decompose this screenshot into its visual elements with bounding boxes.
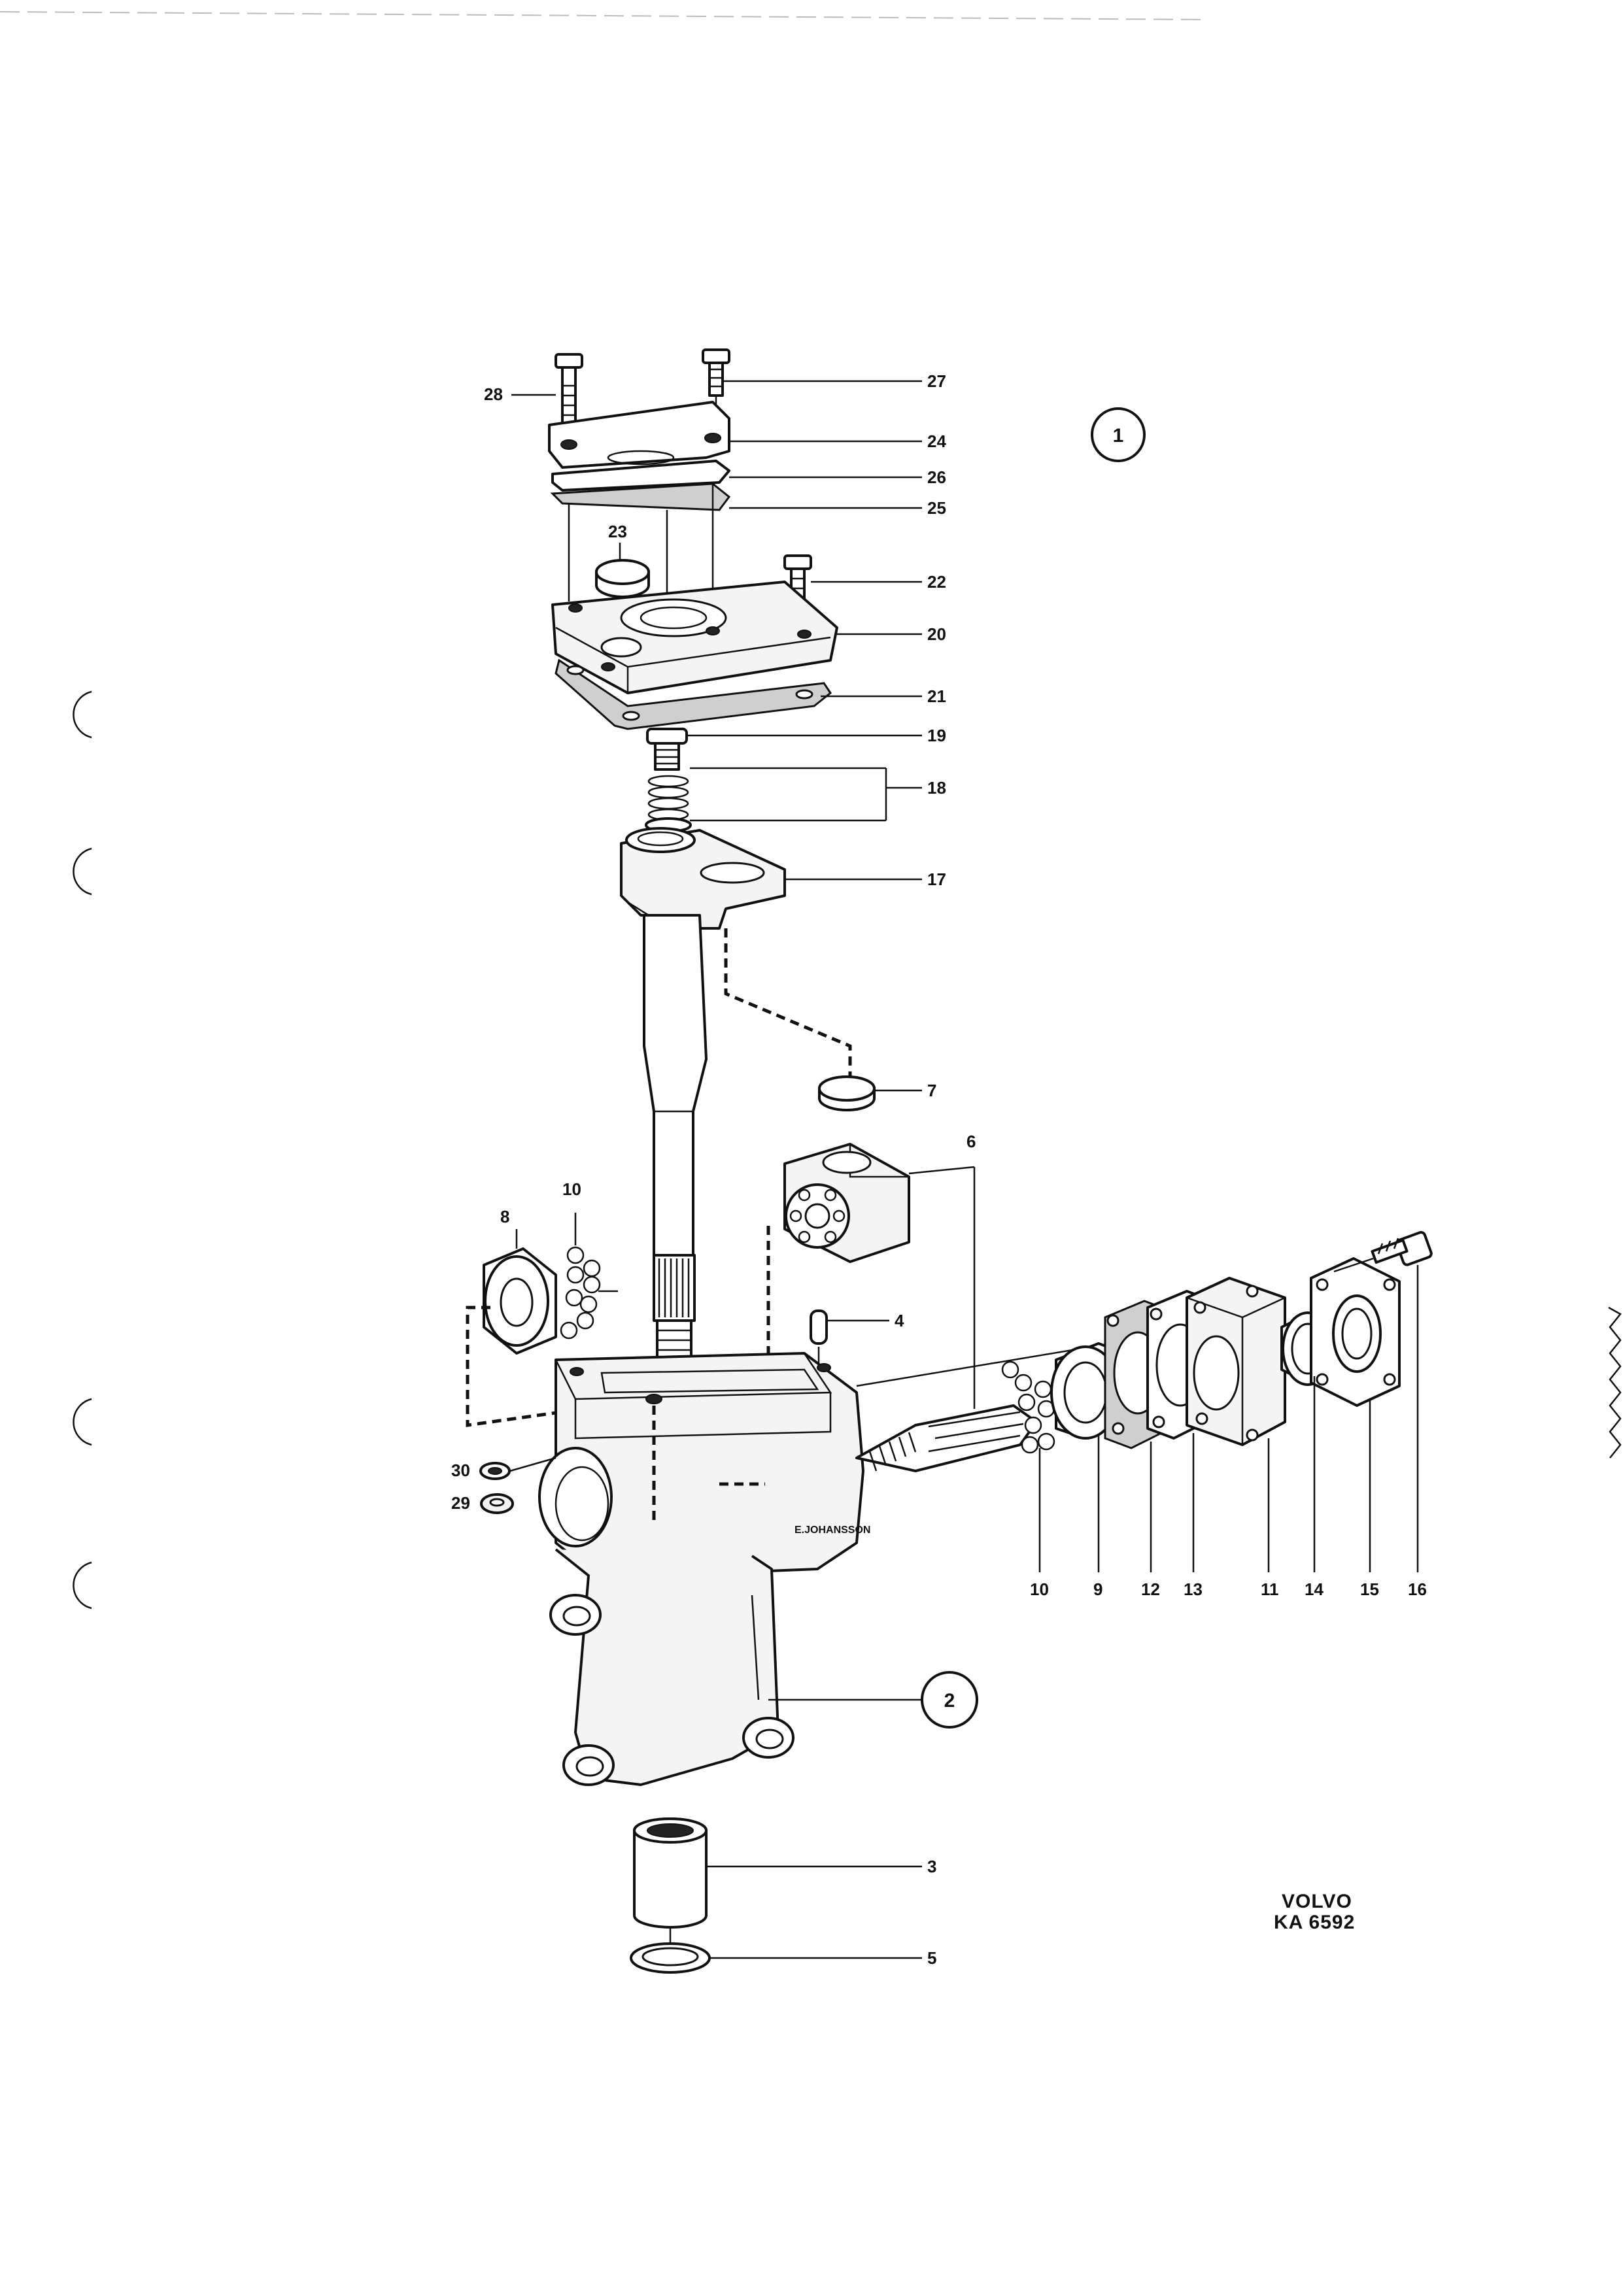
label-17: 17 xyxy=(927,869,946,889)
screw-19 xyxy=(646,728,688,771)
washer-30 xyxy=(479,1462,511,1480)
bushing-3 xyxy=(633,1817,708,1929)
spring-18 xyxy=(645,775,692,833)
part-labels: 28 27 24 26 25 23 22 20 21 19 18 17 7 6 … xyxy=(451,371,1427,1968)
label-25: 25 xyxy=(927,498,946,518)
gasket-25 xyxy=(550,482,731,511)
label-5: 5 xyxy=(927,1948,936,1968)
label-22: 22 xyxy=(927,572,946,592)
housing-2 xyxy=(538,1352,864,1786)
cover-11 xyxy=(1186,1277,1286,1446)
cover-20 xyxy=(551,581,838,694)
artist-signature: E.JOHANSSON xyxy=(794,1525,870,1536)
label-4: 4 xyxy=(895,1311,904,1330)
label-26: 26 xyxy=(927,467,946,487)
brand-block: VOLVO KA 6592 xyxy=(1274,1891,1355,1933)
brand-name: VOLVO xyxy=(1282,1891,1352,1912)
label-6: 6 xyxy=(966,1132,976,1151)
shaft-17 xyxy=(620,827,786,1371)
pin-4 xyxy=(810,1309,828,1363)
punch-hole-marks xyxy=(73,690,92,1610)
cap-7 xyxy=(818,1075,876,1111)
label-8: 8 xyxy=(500,1207,509,1226)
label-29: 29 xyxy=(451,1493,470,1513)
callout-1-text: 1 xyxy=(1113,425,1124,447)
label-24: 24 xyxy=(927,431,946,451)
label-11: 11 xyxy=(1261,1579,1279,1599)
label-3: 3 xyxy=(927,1857,936,1876)
label-23: 23 xyxy=(608,522,627,541)
bearing-8 xyxy=(483,1247,557,1355)
bolt-16 xyxy=(1333,1231,1433,1273)
label-27: 27 xyxy=(927,371,946,391)
brand-reference: KA 6592 xyxy=(1274,1912,1355,1933)
label-13: 13 xyxy=(1184,1579,1203,1599)
callout-group-2: 2 xyxy=(921,1671,978,1729)
label-20: 20 xyxy=(927,624,946,644)
label-12: 12 xyxy=(1141,1579,1160,1599)
nut-29 xyxy=(480,1493,514,1514)
leader-lines xyxy=(511,380,1419,1959)
seal-5 xyxy=(630,1942,711,1974)
shim-26 xyxy=(551,460,730,492)
label-21: 21 xyxy=(927,686,946,706)
plate-24 xyxy=(548,401,730,469)
label-18: 18 xyxy=(927,778,946,798)
callout-group-1: 1 xyxy=(1091,407,1146,462)
cap-23 xyxy=(595,559,650,598)
label-30: 30 xyxy=(451,1460,470,1480)
label-9: 9 xyxy=(1093,1579,1102,1599)
label-19: 19 xyxy=(927,726,946,745)
callout-2-text: 2 xyxy=(944,1690,955,1712)
label-28: 28 xyxy=(484,384,503,404)
cover-plate-15 xyxy=(1310,1257,1401,1407)
gasket-21 xyxy=(555,658,832,730)
label-15: 15 xyxy=(1360,1579,1379,1599)
worm-shaft xyxy=(855,1404,1038,1472)
label-14: 14 xyxy=(1305,1579,1324,1599)
ball-nut-6 xyxy=(783,1143,910,1263)
balls-10-top xyxy=(560,1246,601,1340)
edge-tear xyxy=(1608,1306,1622,1459)
dashed-guide-17-7 xyxy=(724,928,852,1079)
balls-10-bottom xyxy=(1001,1360,1055,1454)
label-10-top: 10 xyxy=(562,1179,581,1199)
label-16: 16 xyxy=(1408,1579,1427,1599)
label-10-bottom: 10 xyxy=(1030,1579,1049,1599)
label-7: 7 xyxy=(927,1081,936,1100)
